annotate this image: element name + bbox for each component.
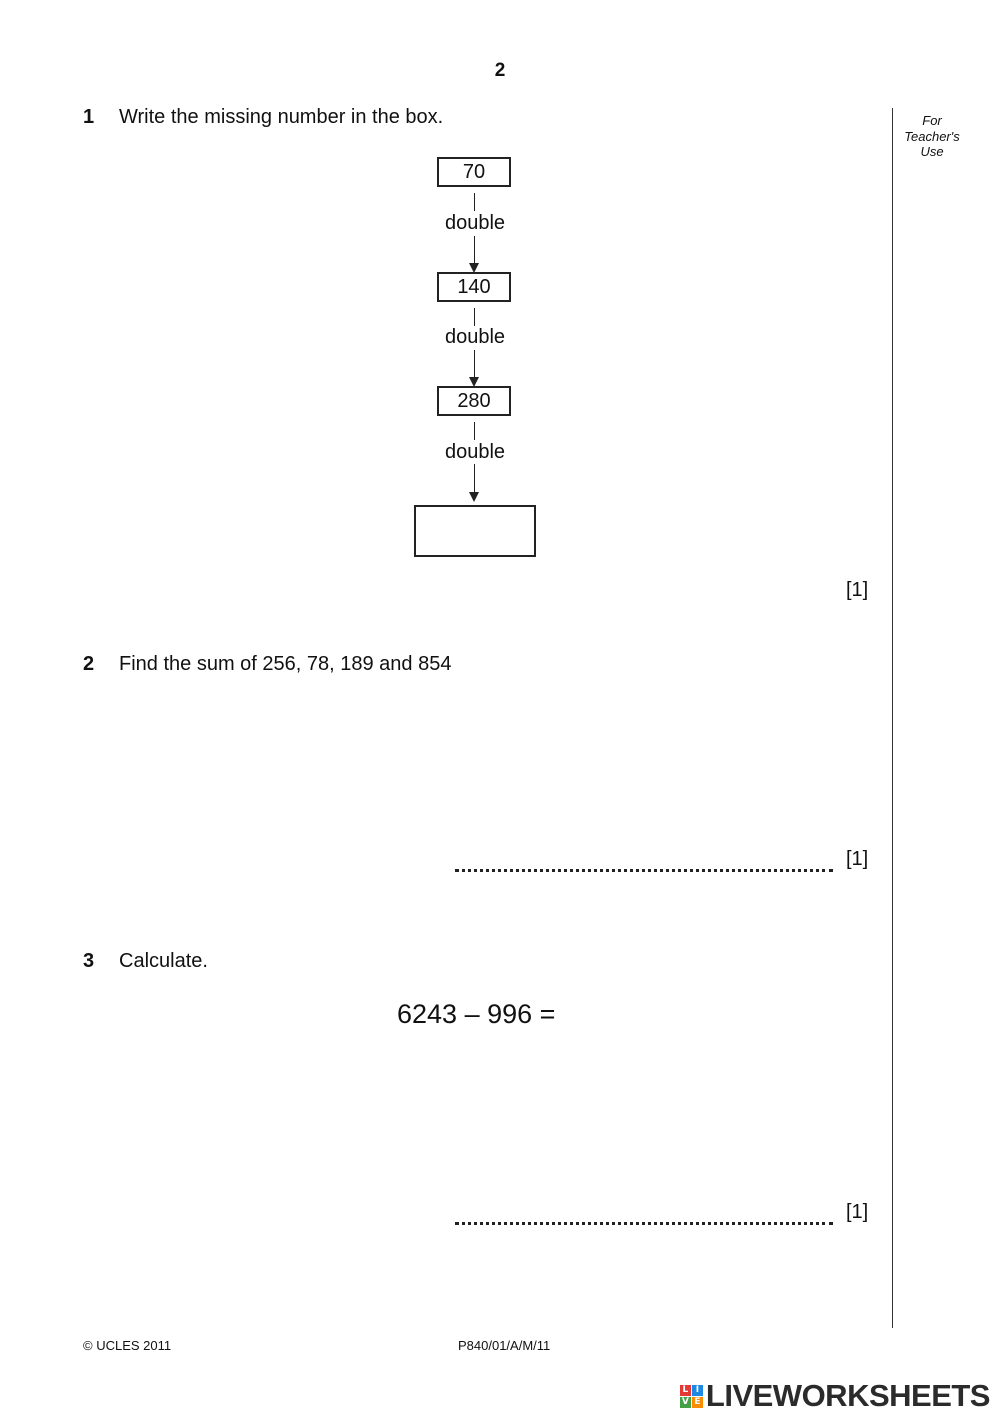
liveworksheets-logo-icon: L I V E [679, 1384, 703, 1408]
missing-number-answer-box[interactable] [414, 505, 536, 557]
arrow-down-icon [469, 377, 479, 387]
question-2-text: Find the sum of 256, 78, 189 and 854 [119, 653, 452, 675]
teacher-use-line-3: Use [920, 144, 944, 159]
teacher-use-label: For Teacher's Use [900, 113, 964, 160]
logo-letter-l: L [679, 1384, 691, 1396]
question-1-number: 1 [83, 106, 95, 128]
arrow-down-icon [469, 263, 479, 273]
teacher-use-line-1: For [922, 113, 942, 128]
flow-box-2: 140 [437, 272, 511, 302]
liveworksheets-brand: L I V E LIVEWORKSHEETS [679, 1378, 991, 1414]
logo-letter-v: V [679, 1396, 691, 1408]
teacher-use-line-2: Teacher's [904, 128, 960, 144]
question-3-number: 3 [83, 950, 95, 972]
question-2-number: 2 [83, 653, 95, 675]
flow-connector-3a [474, 422, 475, 440]
question-3-answer-line[interactable] [455, 1222, 833, 1225]
question-3-text: Calculate. [119, 950, 208, 972]
teacher-margin-divider [892, 108, 893, 1328]
flow-operation-2: double [444, 326, 506, 348]
question-3-mark: [1] [846, 1201, 869, 1223]
flow-operation-3: double [444, 441, 506, 463]
flow-connector-2a [474, 308, 475, 326]
arrow-down-icon [469, 492, 479, 502]
logo-letter-i: I [691, 1384, 703, 1396]
question-1-text: Write the missing number in the box. [119, 106, 444, 128]
flow-connector-2b [474, 350, 475, 377]
flow-operation-1: double [444, 212, 506, 234]
page-number: 2 [494, 60, 506, 81]
question-3-expression: 6243 – 996 = [397, 999, 556, 1029]
logo-letter-e: E [691, 1396, 703, 1408]
footer-copyright: © UCLES 2011 [83, 1338, 172, 1353]
liveworksheets-wordmark: LIVEWORKSHEETS [705, 1378, 991, 1413]
flow-connector-1b [474, 236, 475, 263]
flow-connector-1a [474, 193, 475, 211]
flow-connector-3b [474, 464, 475, 492]
footer-paper-code: P840/01/A/M/11 [458, 1338, 551, 1353]
question-1-mark: [1] [846, 579, 869, 601]
question-2-answer-line[interactable] [455, 869, 833, 872]
question-2-mark: [1] [846, 848, 869, 870]
flow-box-1: 70 [437, 157, 511, 187]
flow-box-3: 280 [437, 386, 511, 416]
